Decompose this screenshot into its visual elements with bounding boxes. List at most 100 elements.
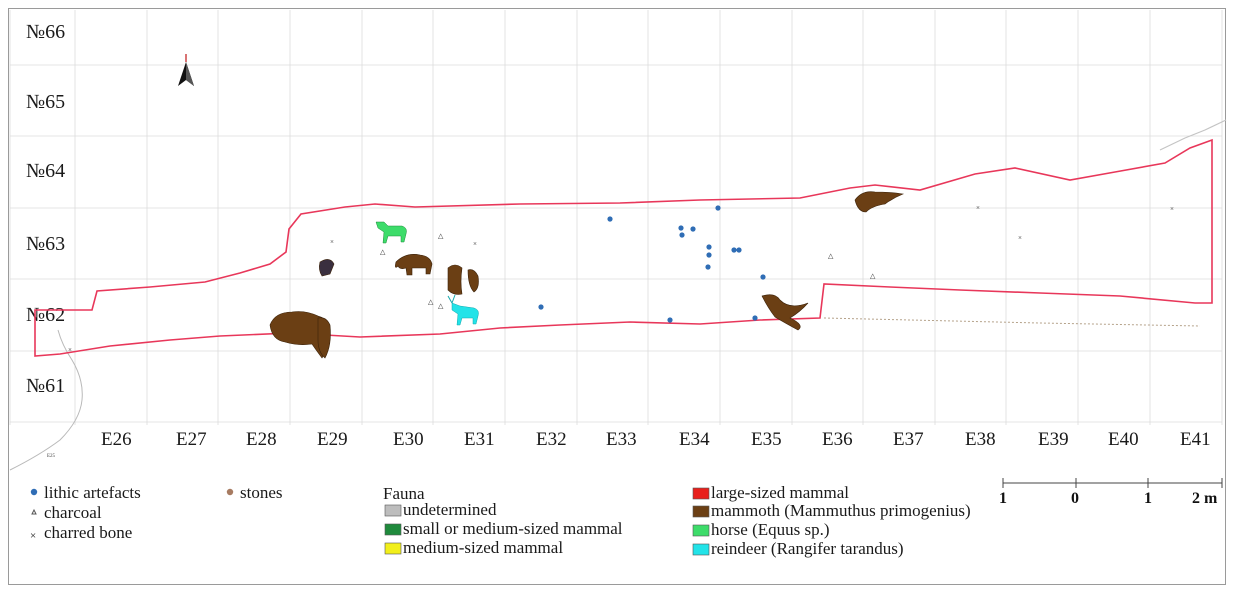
mammoth-bone: [319, 259, 335, 277]
column-label: E28: [246, 429, 277, 450]
charcoal-legend-icon: [31, 508, 37, 515]
column-label: E40: [1108, 429, 1139, 450]
north-arrow-icon: [178, 54, 194, 86]
square-grid: [9, 10, 1223, 425]
fauna-label: reindeer (Rangifer tarandus): [711, 539, 904, 558]
charcoal-marker: △: [380, 248, 386, 256]
fauna-label: undetermined: [403, 500, 497, 519]
lithic-artefact-dot: [690, 226, 696, 232]
terrain-line: [1159, 119, 1227, 151]
lithic-artefact-dot: [731, 247, 737, 253]
lithic-artefact-dot: [538, 304, 544, 310]
trench-baseline: [823, 317, 1201, 327]
row-label: №65: [26, 91, 65, 113]
legend-label: charred bone: [44, 523, 132, 542]
fauna-swatch: [692, 524, 710, 537]
lithic-artefact-dot: [715, 205, 721, 211]
map-frame: [8, 8, 1226, 585]
mammoth-bone: [467, 269, 479, 293]
charred-bone-legend-icon: ×: [30, 530, 36, 542]
column-label: E38: [965, 429, 996, 450]
fauna-swatch: [692, 505, 710, 518]
charcoal-marker: △: [870, 272, 876, 280]
lithic-artefacts: [538, 205, 766, 323]
lithic-artefact-dot: [679, 232, 685, 238]
scale-bar: 1 0 1 2 m: [999, 478, 1223, 507]
mammoth-bones: [269, 191, 905, 359]
charred-bone-marker: ×: [68, 346, 72, 354]
lithic-artefact-dot: [736, 247, 742, 253]
charcoal-marker: △: [438, 302, 444, 310]
row-label: №64: [26, 160, 65, 182]
mammoth-bone: [761, 294, 809, 331]
charred-bone-marker: ×: [330, 238, 334, 246]
edge-label: E25: [47, 454, 56, 459]
reindeer-figure: [447, 294, 479, 326]
charred-bone-marker: ×: [976, 204, 980, 212]
legend-fauna: Fauna undetermined small or medium-sized…: [383, 483, 971, 558]
column-label: E32: [536, 429, 567, 450]
mammoth-figure: [395, 254, 433, 276]
column-labels: E26 E27 E28 E29 E30 E31 E32 E33 E34 E35 …: [101, 429, 1211, 450]
row-label: №62: [26, 304, 65, 326]
column-label: E39: [1038, 429, 1069, 450]
terrain-line: [9, 329, 83, 471]
lithic-legend-dot: [30, 488, 38, 496]
lithic-artefact-dot: [760, 274, 766, 280]
stones-legend-dot: [226, 488, 234, 496]
fauna-swatch: [692, 487, 710, 500]
row-label: №66: [26, 21, 65, 43]
charcoal-marker: △: [438, 232, 444, 240]
row-labels: №66 №65 №64 №63 №62 №61: [26, 21, 65, 397]
column-label: E27: [176, 429, 207, 450]
column-label: E37: [893, 429, 924, 450]
fauna-label: large-sized mammal: [711, 483, 849, 502]
legend-label: stones: [240, 483, 283, 502]
fauna-label: small or medium-sized mammal: [403, 519, 623, 538]
charred-bone-marker: ×: [1170, 205, 1174, 213]
scale-label: 0: [1071, 490, 1079, 507]
lithic-artefact-dot: [752, 315, 758, 321]
fauna-label: mammoth (Mammuthus primogenius): [711, 501, 971, 520]
lithic-artefact-dot: [667, 317, 673, 323]
fauna-label: medium-sized mammal: [403, 538, 563, 557]
legend-label: charcoal: [44, 503, 102, 522]
row-label: №61: [26, 375, 65, 397]
row-label: №63: [26, 233, 65, 255]
fauna-label: horse (Equus sp.): [711, 520, 830, 539]
lithic-artefact-dot: [678, 225, 684, 231]
charred-bone-marker: ×: [473, 240, 477, 248]
fauna-title: Fauna: [383, 484, 425, 503]
column-label: E33: [606, 429, 637, 450]
scale-label: 2 m: [1192, 490, 1218, 507]
charcoal-marker: △: [828, 252, 834, 260]
fauna-swatch: [384, 523, 402, 536]
column-label: E29: [317, 429, 348, 450]
scale-label: 1: [1144, 490, 1152, 507]
scale-label: 1: [999, 490, 1007, 507]
column-label: E36: [822, 429, 853, 450]
mammoth-bone: [854, 191, 905, 213]
column-label: E41: [1180, 429, 1211, 450]
fauna-swatch: [384, 504, 402, 517]
charred-bone-markers: × △ × △ △ △ △ △ × × × ×: [68, 204, 1174, 354]
mammoth-bone: [317, 317, 331, 359]
column-label: E34: [679, 429, 710, 450]
column-label: E30: [393, 429, 424, 450]
mammoth-bone: [447, 264, 463, 295]
legend-label: lithic artefacts: [44, 483, 141, 502]
column-label: E35: [751, 429, 782, 450]
lithic-artefact-dot: [607, 216, 613, 222]
charred-bone-marker: ×: [1018, 234, 1022, 242]
legend-symbols: lithic artefacts charcoal × charred bone…: [30, 483, 283, 542]
horse-figure: [375, 221, 407, 244]
lithic-artefact-dot: [705, 264, 711, 270]
fauna-swatch: [384, 542, 402, 555]
column-label: E26: [101, 429, 132, 450]
charcoal-marker: △: [428, 298, 434, 306]
column-label: E31: [464, 429, 495, 450]
lithic-artefact-dot: [706, 244, 712, 250]
trench-outline: [34, 138, 1213, 357]
fauna-swatch: [692, 543, 710, 556]
